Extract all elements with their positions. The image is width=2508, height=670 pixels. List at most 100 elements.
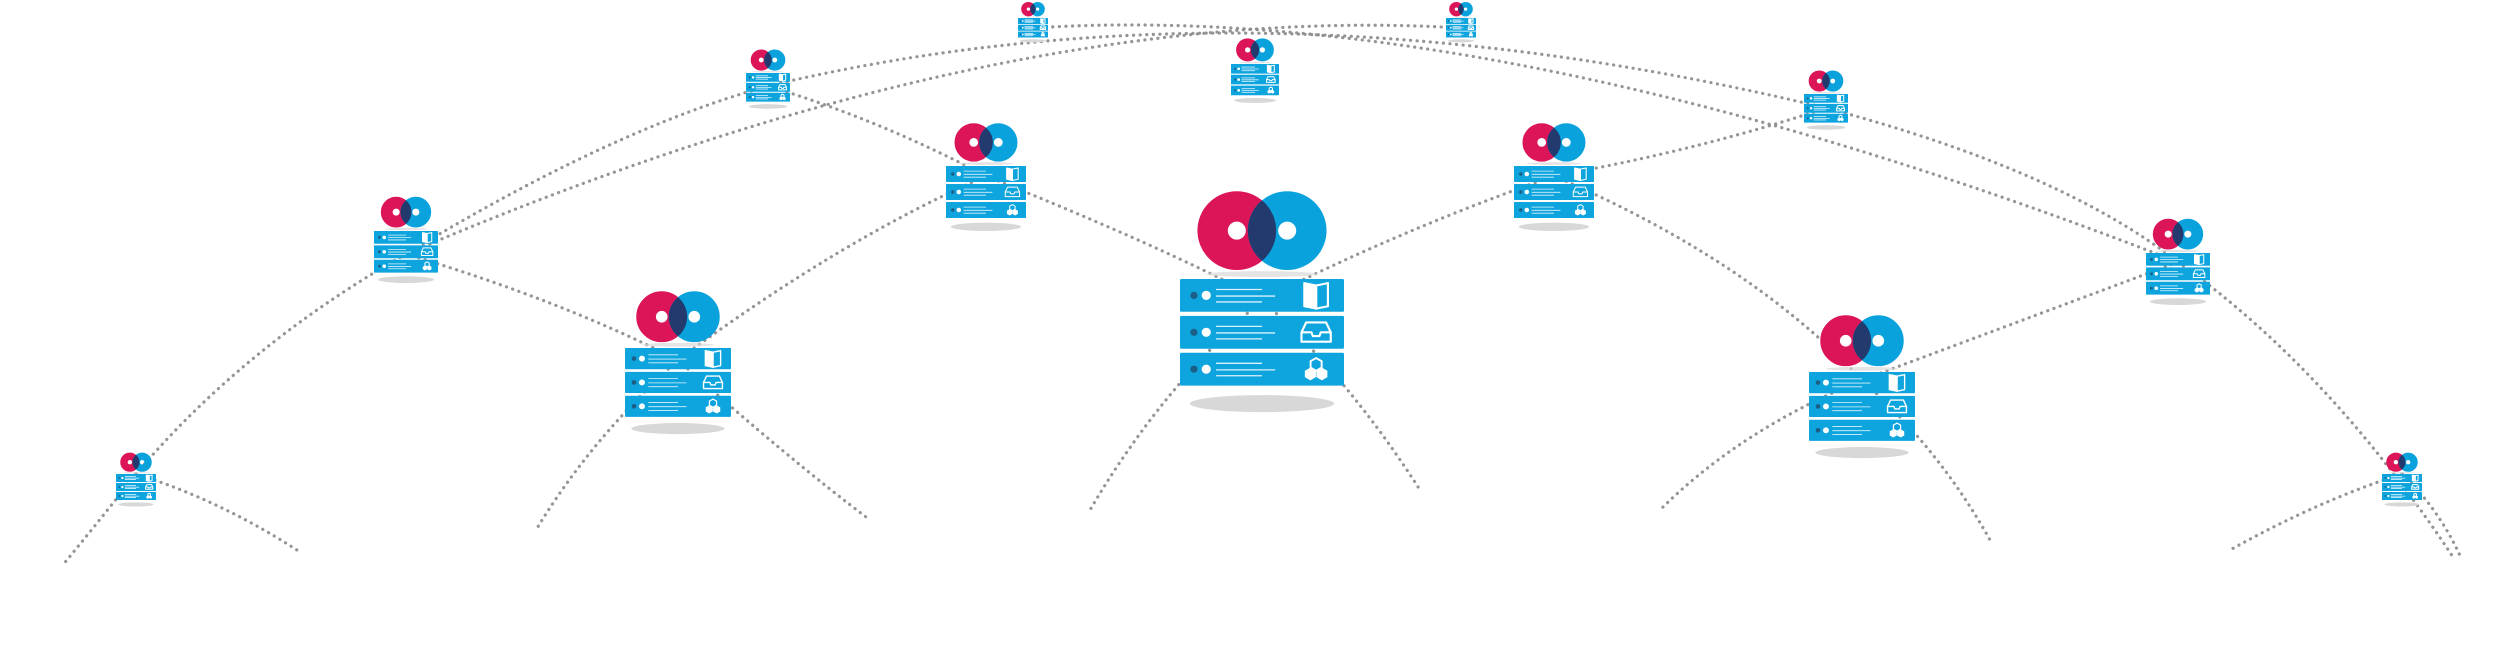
status-led-dark xyxy=(1234,78,1237,81)
status-led xyxy=(956,171,962,177)
interlocking-rings-logo xyxy=(1808,70,1844,94)
panel-blocks xyxy=(2382,492,2422,500)
status-led xyxy=(1822,403,1829,410)
status-led-dark xyxy=(1019,20,1022,22)
logo-shadow xyxy=(1022,16,1044,18)
server-node-right-mid xyxy=(1809,315,1915,459)
panel-tray xyxy=(1514,184,1594,200)
panel-tray xyxy=(1446,24,1476,31)
status-led-dark xyxy=(951,208,955,212)
status-led xyxy=(1021,26,1024,29)
panel-book xyxy=(1180,279,1344,312)
interlocking-rings-logo xyxy=(1522,123,1586,166)
hexagon-blocks-icon xyxy=(1574,203,1586,216)
connection-link-24 xyxy=(2228,472,2404,552)
panel-book xyxy=(946,166,1026,182)
panel-book xyxy=(1018,18,1048,24)
connection-link-18 xyxy=(534,358,680,532)
server-node-top-center xyxy=(1231,38,1279,103)
interlocking-rings-logo xyxy=(1449,1,1473,18)
interlocking-rings-logo xyxy=(120,452,152,474)
connection-link-16 xyxy=(134,472,302,554)
panel-blocks xyxy=(1809,419,1915,441)
status-led xyxy=(2154,257,2159,262)
status-led-dark xyxy=(631,380,637,385)
panel-tray xyxy=(746,82,790,92)
server-shadow xyxy=(631,423,725,435)
hexagon-blocks-icon xyxy=(1837,114,1844,122)
server-node-far-right xyxy=(2382,452,2422,507)
logo-overlap xyxy=(764,49,772,71)
status-led-dark xyxy=(1519,190,1523,194)
server-shadow xyxy=(1815,447,1909,459)
status-led xyxy=(1237,89,1241,92)
panel-blocks xyxy=(1514,202,1594,218)
logo-shadow xyxy=(2388,472,2416,474)
panel-blocks xyxy=(625,395,731,417)
connection-link-1 xyxy=(134,252,408,476)
status-led-dark xyxy=(1234,67,1237,70)
interlocking-rings-logo xyxy=(750,49,786,73)
server-node-inner-right xyxy=(1514,123,1594,231)
logo-shadow xyxy=(384,227,428,231)
connection-link-14 xyxy=(1552,174,1864,382)
interlocking-rings-logo xyxy=(1820,315,1904,371)
panel-book xyxy=(1514,166,1594,182)
hexagon-blocks-icon xyxy=(705,398,721,414)
status-led xyxy=(751,86,755,89)
panel-book xyxy=(2382,474,2422,482)
status-led xyxy=(382,250,387,254)
logo-shadow xyxy=(122,472,150,474)
logo-shadow xyxy=(1238,61,1272,64)
hexagon-blocks-icon xyxy=(2412,492,2418,499)
status-led xyxy=(751,95,755,99)
server-node-center xyxy=(1180,191,1344,413)
connection-link-8 xyxy=(766,84,988,178)
logo-overlap xyxy=(1250,38,1260,62)
hexagon-blocks-icon xyxy=(146,492,152,499)
inbox-tray-icon xyxy=(778,84,787,91)
book-icon xyxy=(1266,64,1275,74)
status-led-dark xyxy=(2384,477,2387,479)
server-shadow xyxy=(1019,39,1047,43)
status-led-dark xyxy=(951,190,955,194)
interlocking-rings-logo xyxy=(2152,218,2204,253)
book-icon xyxy=(1006,167,1019,181)
book-icon xyxy=(422,232,433,244)
logo-overlap xyxy=(400,196,412,228)
status-led-dark xyxy=(2384,495,2387,497)
status-led-dark xyxy=(118,486,121,488)
server-shadow xyxy=(748,104,788,109)
logo-shadow xyxy=(2156,249,2200,253)
logo-overlap xyxy=(668,291,688,343)
hexagon-blocks-icon xyxy=(1468,31,1473,37)
status-led xyxy=(1524,171,1530,177)
status-led-dark xyxy=(1447,27,1450,29)
status-led xyxy=(1021,33,1024,36)
server-shadow xyxy=(377,276,435,283)
status-led-dark xyxy=(748,76,751,79)
status-led xyxy=(2387,476,2390,480)
connection-link-15 xyxy=(1860,260,2180,382)
server-shadow xyxy=(2149,298,2207,305)
status-led xyxy=(382,235,387,240)
server-shadow xyxy=(1806,125,1846,130)
status-led xyxy=(121,485,124,489)
logo-shadow xyxy=(958,162,1014,166)
status-led xyxy=(1822,427,1829,434)
logo-overlap xyxy=(1247,191,1277,270)
logo-shadow xyxy=(1526,162,1582,166)
status-led xyxy=(1237,78,1241,81)
interlocking-rings-logo xyxy=(380,196,432,231)
server-node-left-mid xyxy=(625,291,731,435)
status-led-dark xyxy=(2384,486,2387,488)
status-led xyxy=(121,494,124,498)
status-led xyxy=(1449,33,1452,36)
status-led-dark xyxy=(378,235,381,239)
hexagon-blocks-icon xyxy=(422,261,432,271)
status-led-dark xyxy=(1447,20,1450,22)
inbox-tray-icon xyxy=(420,247,434,256)
panel-tray xyxy=(1809,395,1915,418)
status-led-dark xyxy=(1190,365,1198,373)
